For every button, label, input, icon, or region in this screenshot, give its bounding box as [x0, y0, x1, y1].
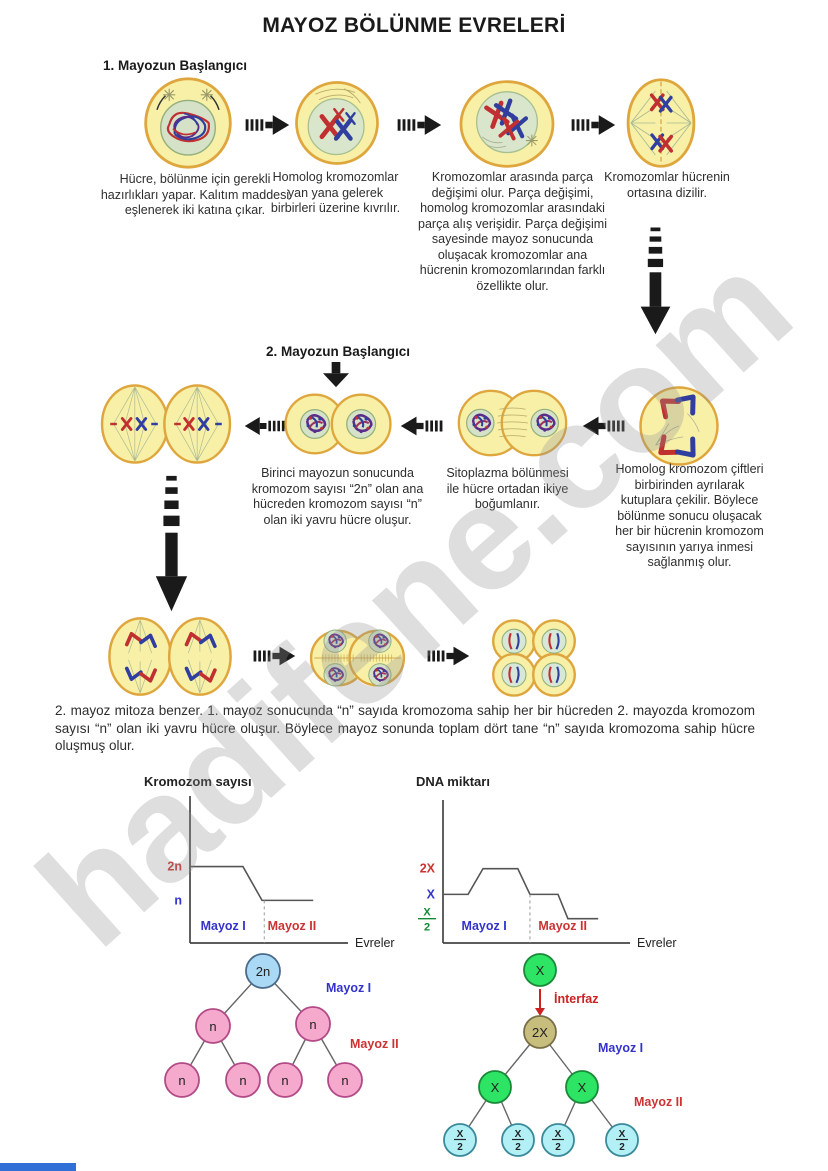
- dashed-arrow-right-icon: [571, 115, 616, 135]
- svg-text:X: X: [619, 1129, 626, 1140]
- svg-text:Mayoz II: Mayoz II: [268, 919, 317, 933]
- cell-crossing-over-illustration: [455, 78, 559, 170]
- svg-text:2X: 2X: [420, 862, 436, 876]
- cell-prophase1-tetrad-illustration: [292, 78, 382, 168]
- cell-anaphase2-pair-illustration: [95, 615, 245, 698]
- svg-text:X: X: [555, 1129, 562, 1140]
- svg-text:Kromozom sayısı: Kromozom sayısı: [144, 774, 252, 789]
- dashed-arrow-left-icon: [400, 416, 443, 436]
- svg-text:Mayoz II: Mayoz II: [634, 1095, 683, 1109]
- svg-text:Mayoz I: Mayoz I: [201, 919, 246, 933]
- cell-anaphase1-illustration: [635, 380, 723, 472]
- dashed-arrow-right-icon: [245, 115, 290, 135]
- cell-metaphase2-pair-illustration: [92, 383, 240, 465]
- row1-caption-4: Kromozomlar hücrenin ortasına dizilir.: [604, 170, 730, 200]
- summary-paragraph: 2. mayoz mitoza benzer. 1. mayoz sonucun…: [55, 703, 755, 754]
- row1-caption-2: Homolog kromozomlar yan yana gelerek bir…: [270, 170, 401, 215]
- svg-text:X: X: [578, 1080, 587, 1095]
- row2-caption-3: Homolog kromozom çiftleri birbirinden ay…: [615, 462, 764, 569]
- chromosome-count-tree: 2n n n n n n n Mayoz I Mayoz II: [150, 948, 410, 1113]
- svg-text:X: X: [427, 887, 436, 901]
- svg-text:2n: 2n: [167, 860, 182, 874]
- svg-text:Mayoz II: Mayoz II: [538, 919, 587, 933]
- footer-bar: [0, 1163, 76, 1171]
- svg-text:n: n: [341, 1073, 348, 1088]
- dashed-arrow-left-icon: [244, 417, 285, 435]
- svg-text:X: X: [491, 1080, 500, 1095]
- svg-text:İnterfaz: İnterfaz: [554, 991, 598, 1006]
- dashed-arrow-right-icon: [397, 115, 442, 135]
- svg-text:n: n: [281, 1073, 288, 1088]
- svg-text:X: X: [423, 907, 431, 919]
- svg-text:Mayoz I: Mayoz I: [326, 981, 371, 995]
- svg-text:Mayoz I: Mayoz I: [462, 919, 507, 933]
- svg-text:X: X: [536, 963, 545, 978]
- svg-text:Evreler: Evreler: [355, 936, 395, 950]
- cell-telophase2-four-nuclei-illustration: [300, 618, 415, 698]
- page-title: MAYOZ BÖLÜNME EVRELERİ: [262, 14, 566, 37]
- svg-text:n: n: [209, 1019, 216, 1034]
- svg-text:Mayoz I: Mayoz I: [598, 1041, 643, 1055]
- row2-caption-1: Birinci mayozun sonucunda kromozom sayıs…: [251, 466, 424, 527]
- svg-text:2: 2: [555, 1142, 561, 1153]
- svg-text:2: 2: [515, 1142, 521, 1153]
- svg-text:Evreler: Evreler: [637, 936, 677, 950]
- cell-telophase1-two-cells-illustration: [284, 385, 392, 463]
- cell-meiosis-end-four-cells-illustration: [478, 618, 590, 698]
- svg-text:n: n: [309, 1017, 316, 1032]
- cell-interphase-illustration: [140, 76, 236, 170]
- svg-text:2: 2: [457, 1142, 463, 1153]
- svg-text:DNA miktarı: DNA miktarı: [416, 774, 490, 789]
- row1-caption-1: Hücre, bölünme için gerekli hazırlıkları…: [100, 172, 290, 217]
- row1-caption-3: Kromozomlar arasında parça değişimi olur…: [418, 170, 607, 293]
- row2-caption-2: Sitoplazma bölünmesi ile hücre ortadan i…: [446, 466, 569, 511]
- svg-text:Mayoz II: Mayoz II: [350, 1037, 399, 1051]
- dashed-arrow-right-icon: [427, 646, 470, 666]
- dashed-arrow-left-icon: [582, 416, 625, 436]
- section2-heading: 2. Mayozun Başlangıcı: [265, 344, 411, 359]
- svg-text:n: n: [174, 893, 182, 907]
- svg-text:X: X: [457, 1129, 464, 1140]
- cell-metaphase1-illustration: [622, 76, 700, 170]
- solid-arrow-down-icon: [323, 362, 349, 388]
- section1-heading: 1. Mayozun Başlangıcı: [103, 58, 248, 73]
- svg-text:X: X: [515, 1129, 522, 1140]
- svg-text:n: n: [178, 1073, 185, 1088]
- svg-text:n: n: [239, 1073, 246, 1088]
- svg-text:2: 2: [424, 922, 430, 934]
- dashed-arrow-down-icon: [640, 227, 671, 335]
- svg-text:2n: 2n: [256, 964, 270, 979]
- cell-cytokinesis1-illustration: [455, 383, 570, 463]
- dashed-arrow-down-icon: [155, 475, 188, 612]
- dashed-arrow-right-icon: [253, 646, 296, 666]
- svg-text:2: 2: [619, 1142, 625, 1153]
- svg-text:2X: 2X: [532, 1025, 548, 1040]
